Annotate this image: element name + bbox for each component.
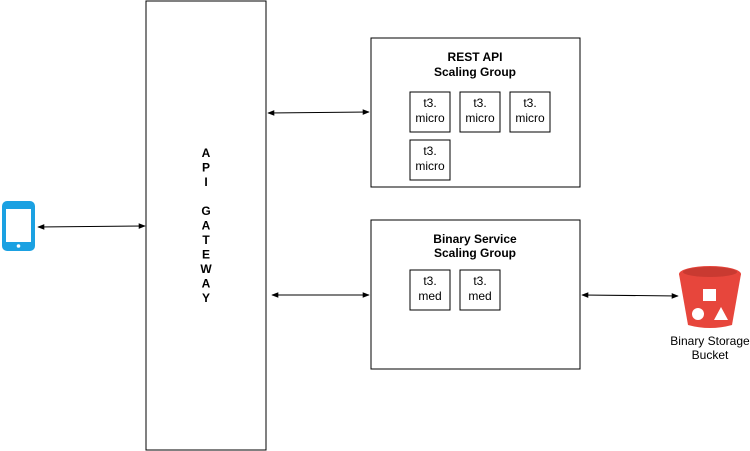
rest-group-title-line2: Scaling Group [434,65,516,79]
instance-box: t3. micro [409,91,451,133]
instance-box: t3. med [459,269,501,311]
s3-bucket-icon [679,266,741,328]
gateway-letter: G [201,204,210,218]
rest-api-scaling-group: REST API Scaling Group t3. micro t3. mic… [370,37,581,188]
instance-type-line2: micro [515,111,545,125]
gateway-letter: I [204,175,207,189]
instance-type-line2: med [418,289,441,303]
instance-type-line1: t3. [423,144,436,158]
gateway-letter: T [202,233,210,247]
instance-type-line1: t3. [523,96,536,110]
gateway-letter: E [202,248,210,262]
binary-group-title-line1: Binary Service [433,232,517,246]
instance-type-line2: med [468,289,491,303]
instance-box: t3. micro [409,139,451,181]
instance-type-line2: micro [415,111,445,125]
edge-gateway-rest [267,109,370,116]
binary-service-scaling-group: Binary Service Scaling Group t3. med t3.… [370,219,581,370]
instance-box: t3. micro [459,91,501,133]
gateway-letter: A [202,146,211,160]
gateway-letter [204,190,207,204]
instance-type-line1: t3. [423,274,436,288]
instance-type-line1: t3. [473,96,486,110]
instance-box: t3. micro [509,91,551,133]
bucket-label-line1: Binary Storage [670,334,750,348]
mobile-phone-icon [2,201,35,251]
gateway-letter: P [202,161,210,175]
gateway-letter: A [202,277,211,291]
rest-group-title-line1: REST API [448,50,503,64]
edge-phone-gateway [37,223,146,230]
instance-type-line1: t3. [473,274,486,288]
instance-type-line1: t3. [423,96,436,110]
bucket-label-line2: Bucket [692,348,729,362]
binary-group-title-line2: Scaling Group [434,246,516,260]
instance-type-line2: micro [465,111,495,125]
gateway-letter: Y [202,291,210,305]
gateway-letter: W [200,262,212,276]
edge-binary-bucket [581,292,679,299]
gateway-letter: A [202,219,211,233]
instance-box: t3. med [409,269,451,311]
instance-type-line2: micro [415,159,445,173]
